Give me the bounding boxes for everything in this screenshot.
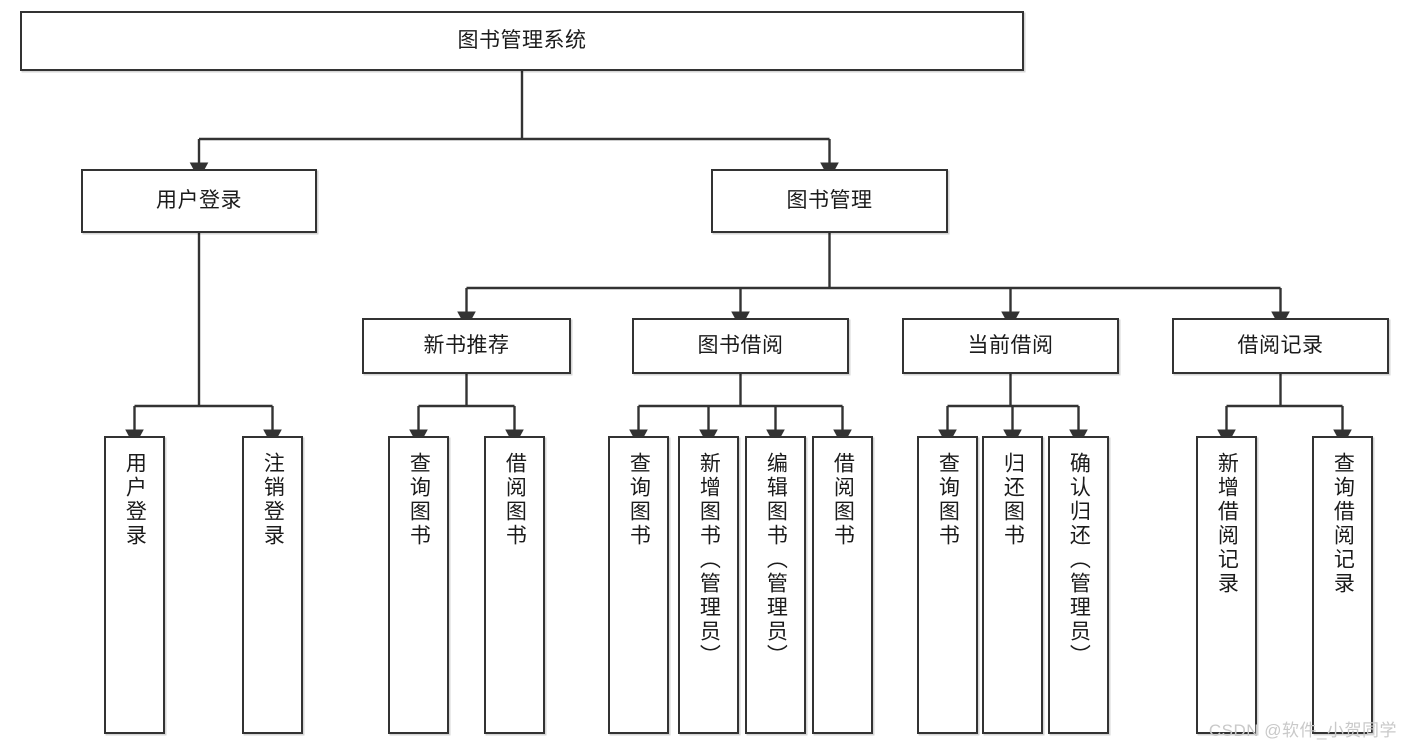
node-l1-login: 用户登录 xyxy=(81,169,317,233)
node-label: 确认归还（管理员） xyxy=(1067,452,1091,668)
node-label: 归还图书 xyxy=(1001,452,1025,548)
node-l3-b2: 借阅图书 xyxy=(484,436,545,734)
node-l3-c4: 借阅图书 xyxy=(812,436,873,734)
node-l2-newbook: 新书推荐 xyxy=(362,318,571,374)
node-label: 查询图书 xyxy=(936,452,960,548)
node-label: 借阅记录 xyxy=(1237,333,1324,357)
node-l3-a1: 用户登录 xyxy=(104,436,165,734)
node-label: 新增借阅记录 xyxy=(1215,452,1239,596)
node-label: 图书借阅 xyxy=(697,333,784,357)
node-label: 新书推荐 xyxy=(423,333,510,357)
node-label: 当前借阅 xyxy=(967,333,1054,357)
node-l3-d2: 归还图书 xyxy=(982,436,1043,734)
node-label: 用户登录 xyxy=(123,452,147,548)
node-label: 用户登录 xyxy=(156,188,242,212)
node-label: 查询图书 xyxy=(627,452,651,548)
node-l3-d3: 确认归还（管理员） xyxy=(1048,436,1109,734)
node-label: 图书管理 xyxy=(786,188,873,212)
node-label: 新增图书（管理员） xyxy=(697,452,721,668)
node-label: 借阅图书 xyxy=(503,452,527,548)
node-root: 图书管理系统 xyxy=(20,11,1024,71)
node-l3-c1: 查询图书 xyxy=(608,436,669,734)
node-label: 编辑图书（管理员） xyxy=(764,452,788,668)
node-l1-bookmgmt: 图书管理 xyxy=(711,169,948,233)
node-label: 图书管理系统 xyxy=(457,28,587,52)
node-label: 查询借阅记录 xyxy=(1331,452,1355,596)
node-label: 注销登录 xyxy=(261,452,285,548)
node-l3-e2: 查询借阅记录 xyxy=(1312,436,1373,734)
node-label: 借阅图书 xyxy=(831,452,855,548)
node-l3-a2: 注销登录 xyxy=(242,436,303,734)
node-l2-record: 借阅记录 xyxy=(1172,318,1389,374)
node-l3-e1: 新增借阅记录 xyxy=(1196,436,1257,734)
node-l2-borrow: 图书借阅 xyxy=(632,318,849,374)
node-l3-d1: 查询图书 xyxy=(917,436,978,734)
node-l3-c2: 新增图书（管理员） xyxy=(678,436,739,734)
node-l2-current: 当前借阅 xyxy=(902,318,1119,374)
node-l3-b1: 查询图书 xyxy=(388,436,449,734)
node-l3-c3: 编辑图书（管理员） xyxy=(745,436,806,734)
node-label: 查询图书 xyxy=(407,452,431,548)
edge-group xyxy=(125,71,1352,447)
